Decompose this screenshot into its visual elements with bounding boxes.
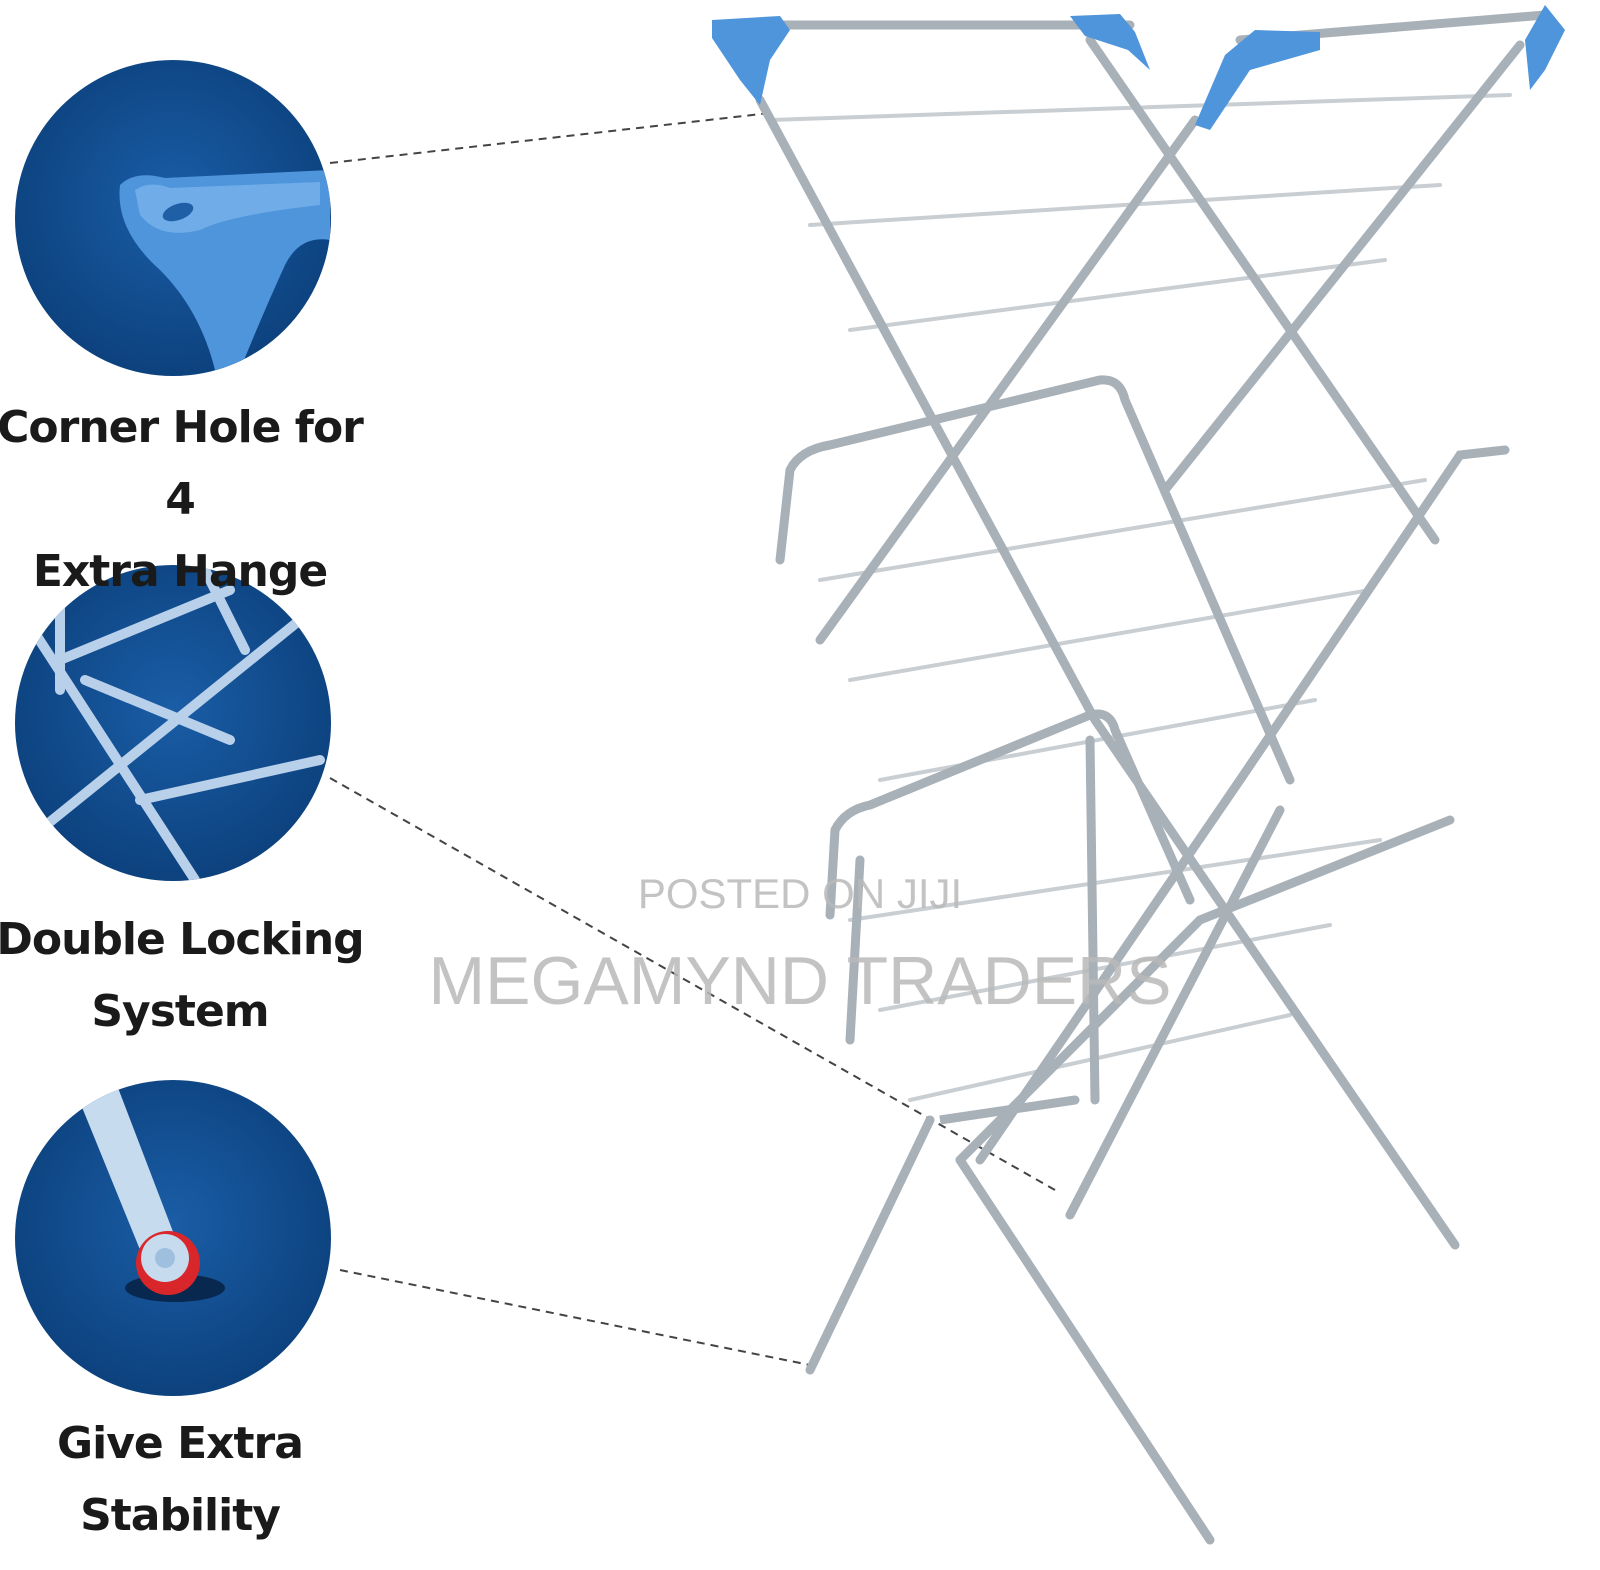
drying-rack [712,5,1565,1545]
feature-caption-line: Double Locking [0,914,365,965]
feature-caption-lock: Double Locking System [0,904,370,1048]
leader-line-corner [329,112,771,164]
feature-caption-foot: Give Extra Stability [0,1408,370,1552]
leader-line-foot [339,1269,811,1366]
rubber-foot-icon [75,1080,225,1302]
feature-circle-lock [15,565,331,881]
feature-caption-line: Stability [80,1490,281,1541]
feature-caption-line: Give Extra [57,1418,304,1469]
feature-caption-line: System [91,986,269,1037]
watermark-posted: POSTED ON JIJI [637,870,963,917]
corner-hole-icon [119,170,330,370]
feature-circle-foot [15,1080,331,1396]
feature-circle-corner [15,60,331,376]
leader-lines [329,112,1056,1366]
corner-caps [712,5,1565,130]
rack-frame [715,10,1550,1545]
feature-caption-line: Corner Hole for 4 [0,402,364,525]
locking-joint-icon [15,565,325,881]
feature-caption-corner: Corner Hole for 4 Extra Hange [0,392,370,608]
watermark-brand: MEGAMYND TRADERS [428,943,1172,1019]
feature-caption-line: Extra Hange [32,546,328,597]
